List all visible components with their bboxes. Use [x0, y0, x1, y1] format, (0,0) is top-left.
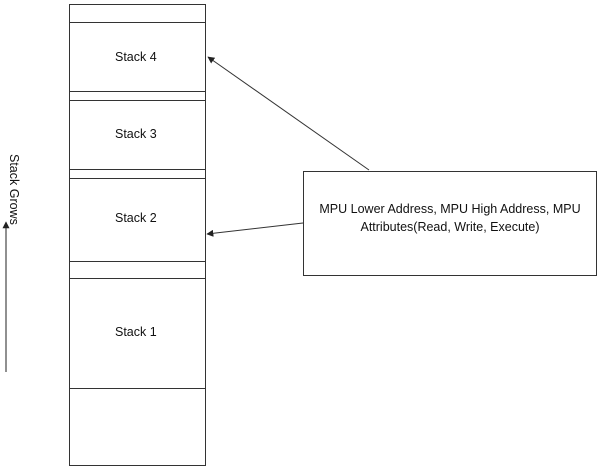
stack-3-label: Stack 3 — [115, 127, 157, 141]
stack-4-label: Stack 4 — [115, 50, 157, 64]
memory-column — [69, 4, 206, 466]
arrow-to-stack2 — [206, 222, 304, 237]
arrow-to-stack4 — [207, 56, 370, 171]
stack-1-label: Stack 1 — [115, 325, 157, 339]
callout-line-2: Attributes(Read, Write, Execute) — [360, 220, 540, 234]
callout-box — [303, 171, 597, 276]
callout-line-1: MPU Lower Address, MPU High Address, MPU — [319, 202, 581, 216]
stack-2-label: Stack 2 — [115, 211, 157, 225]
stack-grows-label: Stack Grows — [7, 154, 21, 225]
callout-text: MPU Lower Address, MPU High Address, MPU… — [304, 200, 596, 240]
